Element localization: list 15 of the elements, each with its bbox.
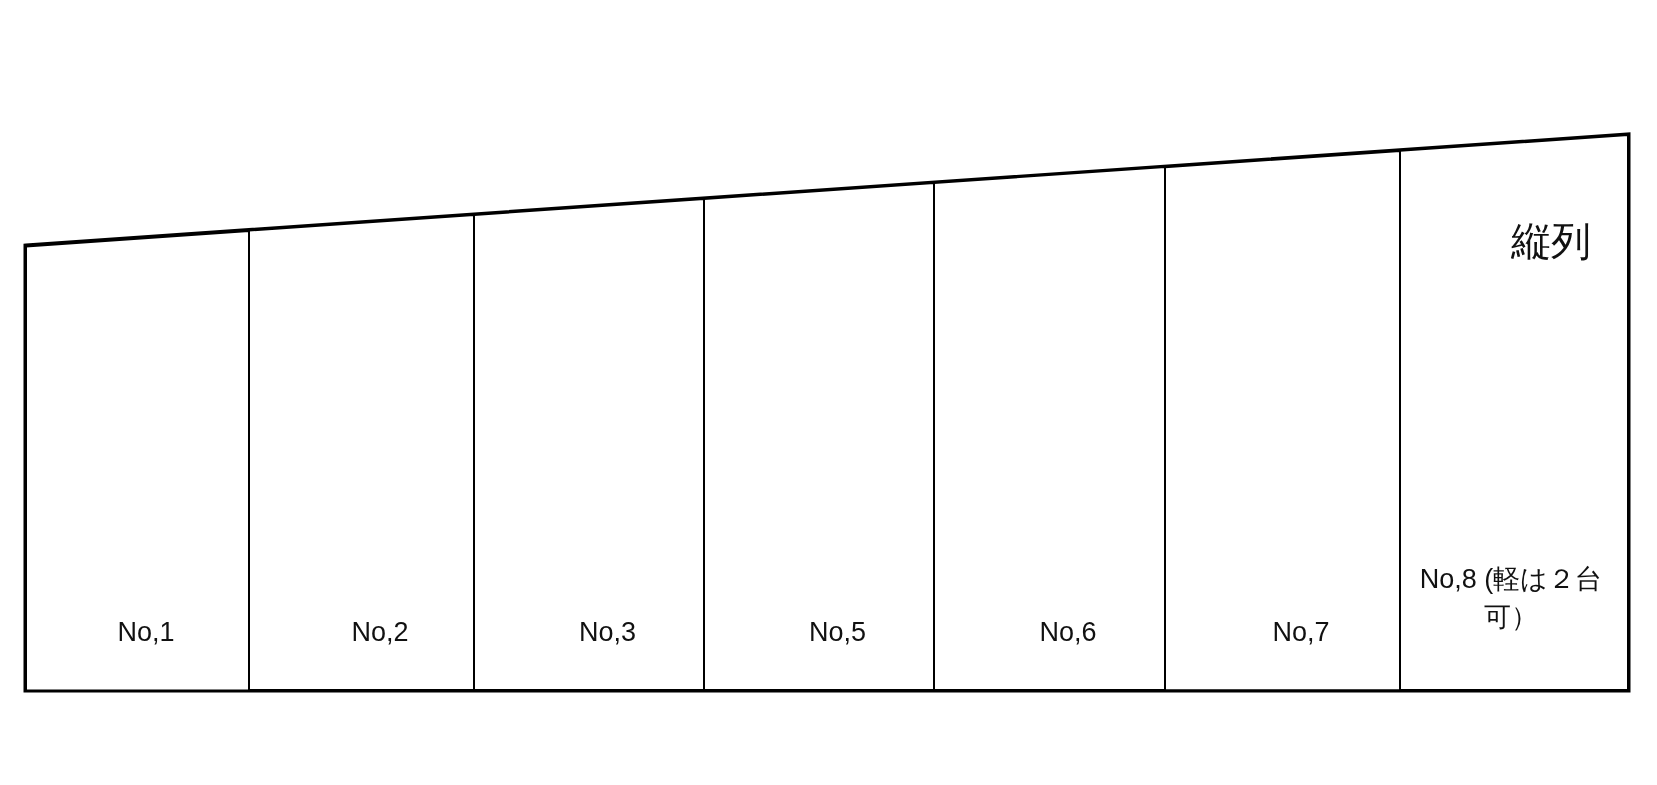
space-number: No,2 <box>351 617 409 648</box>
parking-space <box>26 230 249 690</box>
parking-space <box>1165 150 1400 690</box>
space-number: No,6 <box>1039 617 1097 648</box>
parking-space <box>474 199 704 690</box>
parking-space <box>704 183 934 690</box>
space-number: No,1 <box>117 617 175 648</box>
space-number: No,3 <box>579 617 637 648</box>
parking-space <box>1400 135 1628 690</box>
space-number: No,8 (軽は２台可） <box>1418 563 1604 634</box>
parking-note: 縦列 <box>1511 218 1591 265</box>
parking-space <box>934 167 1165 690</box>
parking-space <box>249 214 474 690</box>
space-number: No,7 <box>1272 617 1330 648</box>
space-number: No,5 <box>809 617 867 648</box>
